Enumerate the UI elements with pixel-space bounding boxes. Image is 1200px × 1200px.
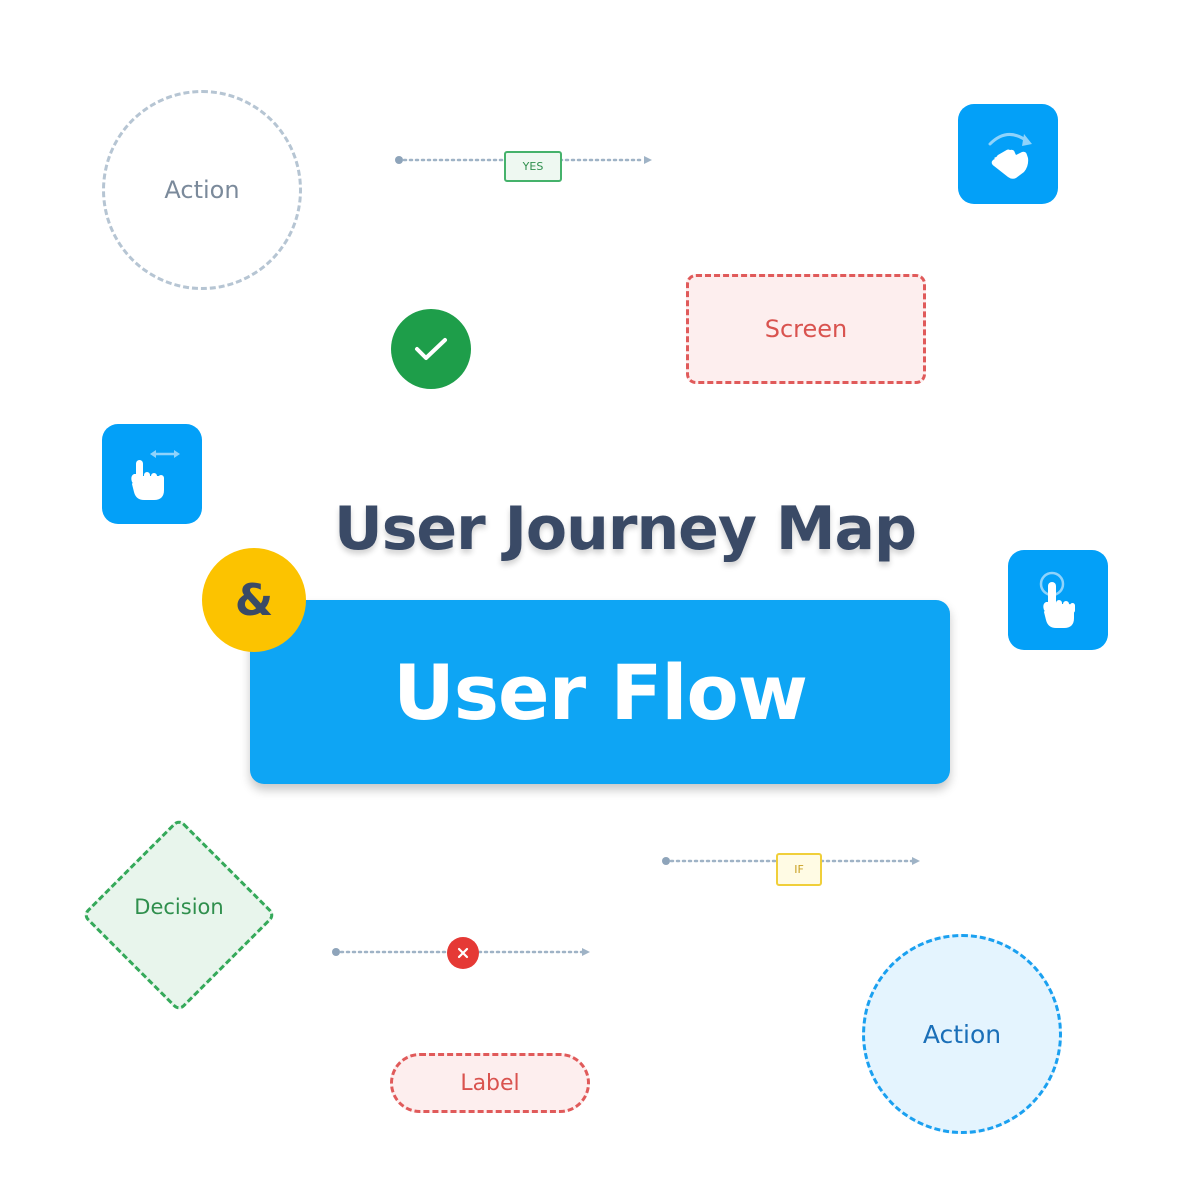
- tap-gesture-tile: [1008, 550, 1108, 650]
- hand-rotate-gesture-icon: [988, 133, 1032, 179]
- ampersand-badge: &: [202, 548, 306, 652]
- success-node: [391, 309, 471, 389]
- hand-tap-gesture-icon: [1039, 571, 1075, 628]
- hand-swipe-gesture-icon: [131, 450, 180, 500]
- action-node-top-label: Action: [164, 176, 240, 204]
- screen-node-label: Screen: [764, 315, 848, 343]
- action-node-bottom: Action: [862, 934, 1062, 1134]
- check-icon: [415, 338, 447, 360]
- x-icon: [457, 947, 469, 959]
- action-node-bottom-label: Action: [922, 1019, 1002, 1049]
- label-node-text: Label: [460, 1070, 520, 1096]
- reject-node: [447, 937, 479, 969]
- page-title: User Journey Map: [333, 494, 917, 564]
- user-flow-text: User Flow: [393, 647, 808, 737]
- decision-node-label: Decision: [134, 895, 224, 919]
- if-tag: IF: [776, 853, 822, 886]
- label-node: Label: [390, 1053, 590, 1113]
- action-node-top: Action: [102, 90, 302, 290]
- screen-node: Screen: [686, 274, 926, 384]
- user-flow-banner: User Flow: [250, 600, 950, 784]
- swipe-gesture-tile: [102, 424, 202, 524]
- rotate-gesture-tile: [958, 104, 1058, 204]
- yes-tag: YES: [504, 151, 562, 182]
